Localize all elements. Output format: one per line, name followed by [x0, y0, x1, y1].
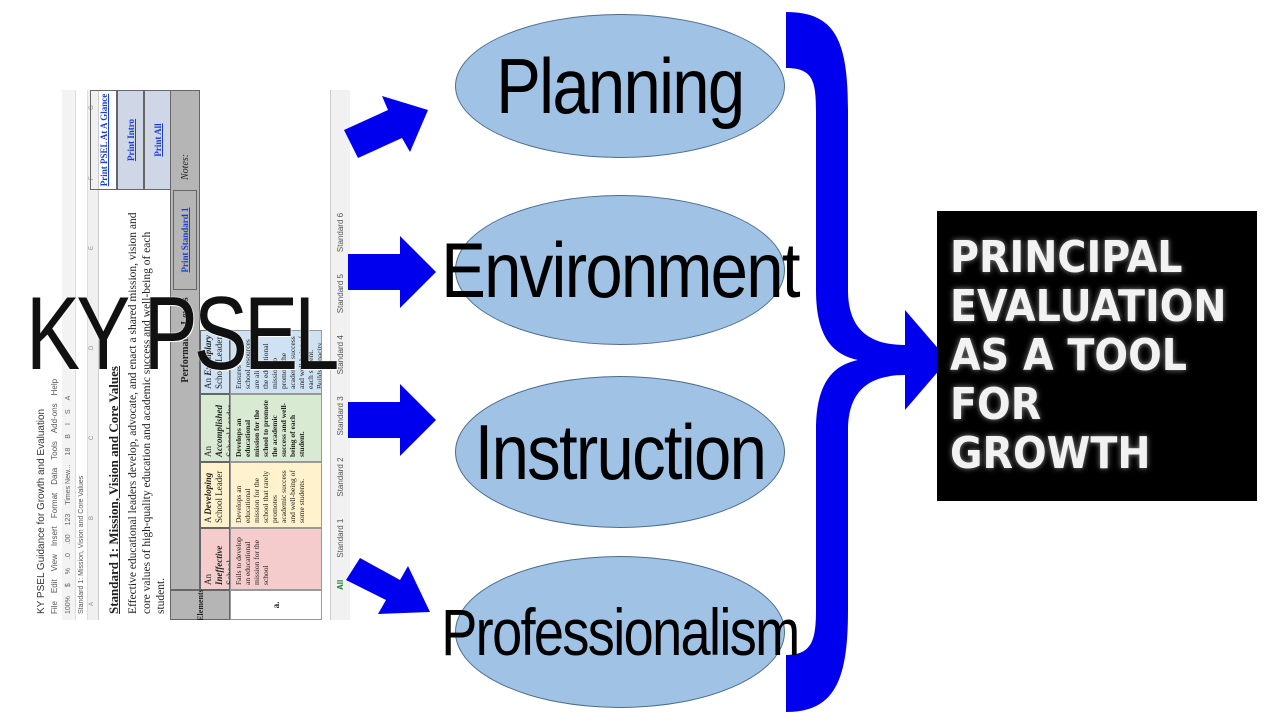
arrow-to-professionalism-icon — [346, 558, 430, 614]
environment-label: Environment — [441, 225, 800, 314]
curly-brace-icon — [786, 12, 948, 712]
ky-psel-title: KY PSEL — [26, 276, 339, 392]
planning-oval: Planning — [455, 14, 785, 158]
result-line: FOR — [950, 379, 1042, 430]
result-line: PRINCIPAL — [950, 232, 1183, 283]
professionalism-oval: Professionalism — [441, 556, 800, 708]
result-line: AS A TOOL — [950, 330, 1187, 381]
professionalism-label: Professionalism — [441, 595, 800, 669]
arrow-to-environment-icon — [348, 236, 436, 308]
arrow-to-instruction-icon — [348, 384, 436, 456]
instruction-label: Instruction — [474, 407, 767, 496]
principal-evaluation-box: PRINCIPAL EVALUATION AS A TOOL FOR GROWT… — [937, 211, 1257, 501]
arrow-to-planning-icon — [344, 96, 428, 158]
environment-oval: Environment — [441, 195, 801, 345]
result-line: GROWTH — [950, 428, 1151, 479]
result-line: EVALUATION — [950, 281, 1227, 332]
planning-label: Planning — [496, 41, 745, 130]
instruction-oval: Instruction — [455, 376, 785, 528]
principal-evaluation-text: PRINCIPAL EVALUATION AS A TOOL FOR GROWT… — [950, 232, 1227, 479]
